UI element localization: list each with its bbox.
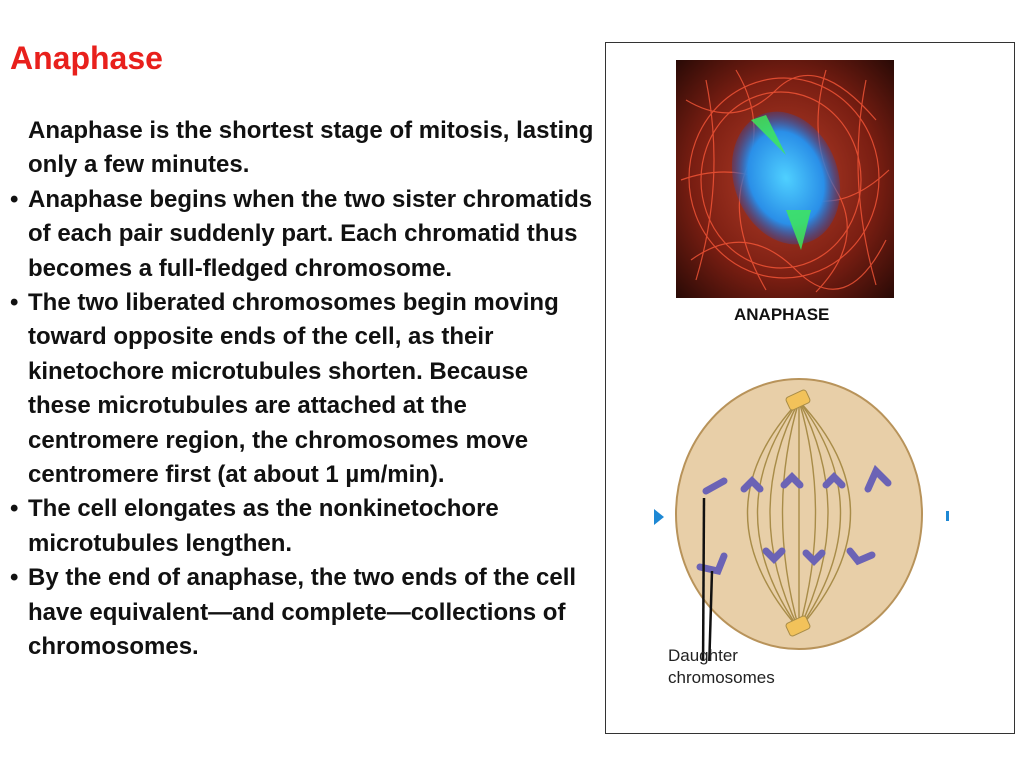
bullet-text: Anaphase is the shortest stage of mitosi…: [28, 117, 594, 179]
right-tick-icon: [946, 511, 949, 521]
bullet-marker: •: [10, 185, 19, 213]
centrosome-bottom: [785, 615, 811, 637]
bullet-item: • The cell elongates as the nonkinetochor…: [10, 492, 595, 561]
anaphase-micrograph: [676, 60, 894, 298]
slide-title: Anaphase: [10, 40, 163, 76]
bullet-marker: •: [10, 564, 19, 592]
anaphase-cell-diagram: [654, 378, 949, 661]
bullet-item: • The two liberated chromosomes begin mov…: [10, 286, 595, 492]
bullet-text: The cell elongates as the nonkinetochore…: [28, 495, 499, 557]
bullet-item: • By the end of anaphase, the two ends of…: [10, 561, 595, 664]
bullet-item: • Anaphase begins when the two sister chr…: [10, 183, 595, 286]
bullet-text: The two liberated chromosomes begin movi…: [28, 289, 559, 489]
left-arrow-icon: [654, 509, 664, 525]
bullet-text: Anaphase begins when the two sister chro…: [28, 185, 593, 282]
bullet-list: Anaphase is the shortest stage of mitosi…: [10, 114, 595, 665]
centrosome-top: [785, 389, 811, 411]
bullet-item: Anaphase is the shortest stage of mitosi…: [10, 114, 595, 183]
label-leader-lines: [701, 497, 714, 661]
bullet-text: By the end of anaphase, the two ends of …: [28, 564, 577, 661]
micrograph-label: ANAPHASE: [734, 305, 830, 324]
spindle-fibers: [746, 400, 852, 630]
daughter-chromosomes: [696, 464, 892, 576]
anaphase-figure: ANAPHASE: [605, 42, 1015, 734]
bullet-marker: •: [10, 289, 19, 317]
daughter-chromosomes-caption: Daughter chromosomes: [668, 646, 775, 687]
bullet-marker: •: [10, 495, 19, 523]
